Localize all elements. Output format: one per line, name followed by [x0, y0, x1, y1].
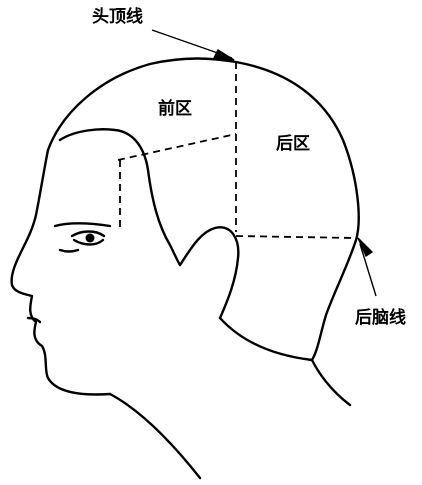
hairline [58, 128, 182, 267]
neck-front-line [108, 392, 202, 480]
face-profile [10, 148, 112, 396]
back-zone-label: 后区 [276, 134, 310, 154]
front-zone-label: 前区 [158, 99, 192, 119]
crown-line-label: 头顶线 [92, 7, 143, 27]
pupil [85, 233, 95, 243]
eye-upper [70, 230, 106, 238]
skull-outline [46, 57, 360, 362]
crown-pointer-arrowhead [212, 48, 235, 61]
occipital-pointer-arrowhead [357, 237, 374, 258]
lower-lid-line [58, 248, 80, 253]
occipital-dash-line [235, 235, 357, 239]
occipital-line-label: 后脑线 [355, 308, 406, 328]
eye-lower [72, 238, 105, 246]
neck-back-line [310, 358, 352, 407]
mouth [26, 316, 42, 324]
jaw-back-line [218, 316, 314, 362]
ear [178, 226, 240, 320]
eyebrow [53, 222, 112, 228]
occipital-pointer-line [359, 243, 377, 297]
front-zone-divider [117, 133, 237, 161]
